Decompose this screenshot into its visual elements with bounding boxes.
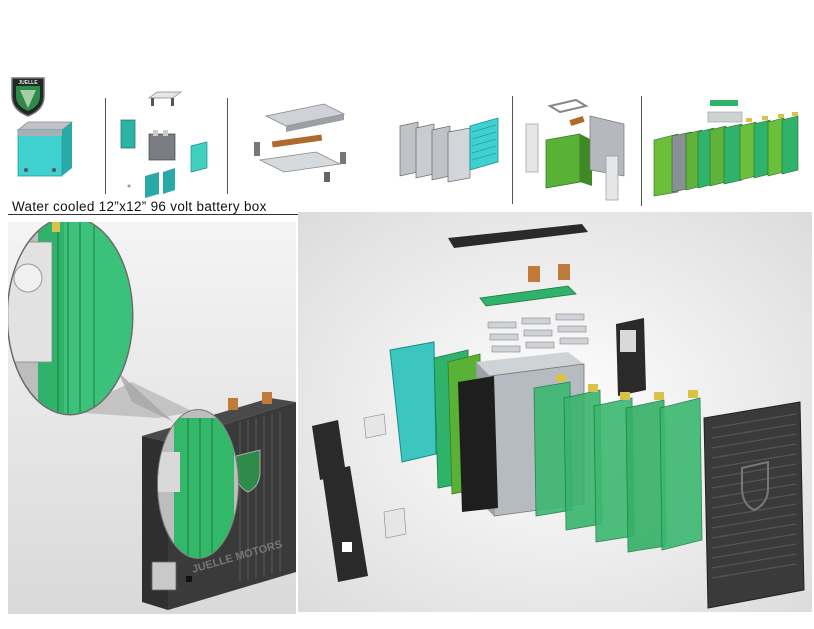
caption-underline [8,214,308,215]
exploded-view-4 [520,96,636,206]
strip-divider [641,96,642,206]
caption-text: Water cooled 12”x12” 96 volt battery box [12,199,267,214]
exploded-view-1 [115,90,225,198]
exploded-view-3 [396,112,504,184]
shield-logo-icon: JUELLE [11,77,45,117]
exploded-view-5 [650,96,802,200]
strip-divider [105,98,106,194]
exploded-view-2 [240,98,360,188]
strip-divider [227,98,228,194]
logo-text: JUELLE [18,80,38,86]
exploded-render [298,212,812,612]
strip-divider [512,96,513,204]
assembled-render: JUELLE MOTORS [8,222,296,614]
brand-logo: JUELLE [10,74,46,118]
teal-battery-box [14,120,76,180]
